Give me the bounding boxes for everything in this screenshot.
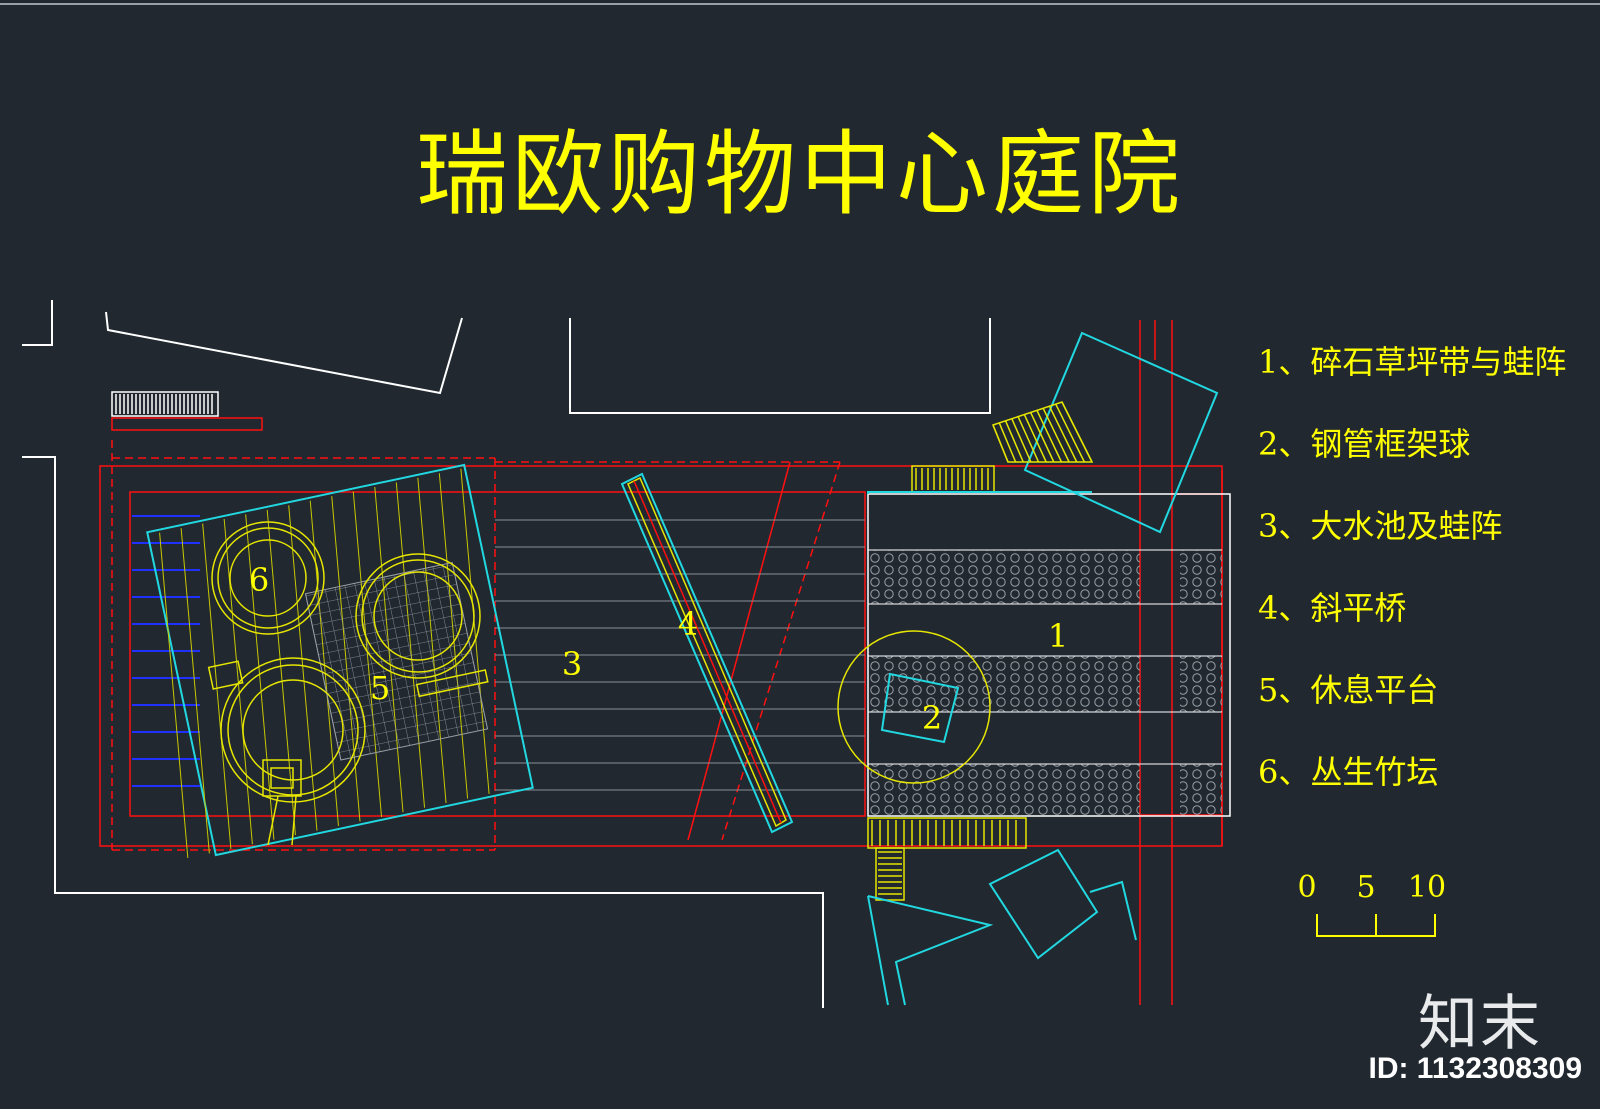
stair-rung	[1048, 405, 1078, 463]
scale-bar	[1316, 914, 1436, 937]
stair-rung	[992, 424, 1009, 463]
planter-base	[262, 759, 302, 797]
stair-rung	[1055, 403, 1086, 463]
deck-board-line	[245, 514, 275, 840]
building-outlines	[22, 300, 991, 1008]
legend-item-label: 丛生竹坛	[1310, 753, 1439, 791]
deck-board-line	[460, 468, 490, 794]
inclined-bridge	[620, 472, 794, 834]
legend-item-label: 钢管框架球	[1310, 425, 1471, 463]
stair-rung	[1036, 410, 1063, 463]
blue-edge-lines	[132, 515, 200, 787]
zone-label-3: 3	[561, 645, 583, 683]
rest-platform	[146, 463, 534, 859]
drawing-title: 瑞欧购物中心庭院	[415, 121, 1184, 228]
stair-rung	[1042, 407, 1070, 463]
stair-rung	[1004, 420, 1024, 463]
zone-label-1: 1	[1047, 617, 1069, 655]
legend-item-label: 斜平桥	[1310, 589, 1407, 627]
deck-board-line	[202, 523, 232, 849]
legend-item: 3、大水池及蛙阵	[1258, 502, 1566, 584]
bamboo-planter-top-left	[211, 521, 325, 635]
stair-top-right	[992, 401, 1094, 463]
stair-rung	[1029, 412, 1055, 463]
legend-item-number: 2、	[1258, 425, 1311, 463]
zone-label-5: 5	[369, 669, 391, 707]
stair-rung	[1011, 418, 1032, 463]
zone-label-6: 6	[248, 561, 270, 599]
stair-top-left-base	[111, 417, 263, 431]
legend-item-label: 碎石草坪带与蛙阵	[1310, 343, 1567, 381]
gravel-lawn-area	[867, 493, 1231, 817]
legend-item-number: 6、	[1258, 753, 1311, 791]
legend-item-number: 1、	[1258, 343, 1311, 381]
stair-rung	[998, 422, 1017, 463]
legend-item-label: 大水池及蛙阵	[1310, 507, 1503, 545]
legend-item-number: 4、	[1258, 589, 1311, 627]
deck-board-line	[223, 518, 253, 845]
bamboo-planter-top-right	[355, 553, 481, 679]
legend-item-label: 休息平台	[1310, 671, 1439, 709]
deck-board-line	[159, 532, 189, 859]
legend-item-number: 5、	[1258, 671, 1311, 709]
zone-label-4: 4	[677, 605, 699, 643]
stairs-zone1	[867, 465, 1027, 901]
legend-item: 5、休息平台	[1258, 666, 1566, 748]
deck-board-line	[180, 528, 210, 854]
watermark-id: ID: 1132308309	[1368, 1052, 1582, 1085]
stair-rung	[1061, 401, 1093, 463]
stair-top-left	[111, 391, 219, 417]
pool-water-lines	[495, 519, 865, 791]
bamboo-planters	[211, 521, 481, 846]
legend-item: 1、碎石草坪带与蛙阵	[1258, 338, 1566, 420]
legend-item-number: 3、	[1258, 507, 1311, 545]
zone-label-2: 2	[921, 699, 943, 737]
scale-label-10: 10	[1407, 870, 1447, 905]
scale-label-5: 5	[1356, 870, 1376, 905]
watermark-logo: 知末	[1418, 989, 1542, 1059]
steel-frame-ball	[837, 630, 991, 784]
legend-item: 4、斜平桥	[1258, 584, 1566, 666]
legend-item: 6、丛生竹坛	[1258, 748, 1566, 830]
legend: 1、碎石草坪带与蛙阵 2、钢管框架球 3、大水池及蛙阵 4、斜平桥 5、休息平台…	[1258, 338, 1566, 830]
scale-bar-labels: 0 5 10	[1290, 870, 1450, 910]
stair-rung	[1023, 414, 1047, 463]
deck-board-line	[266, 509, 296, 836]
stair-rung	[1017, 416, 1040, 463]
legend-item: 2、钢管框架球	[1258, 420, 1566, 502]
scale-label-0: 0	[1297, 870, 1317, 905]
